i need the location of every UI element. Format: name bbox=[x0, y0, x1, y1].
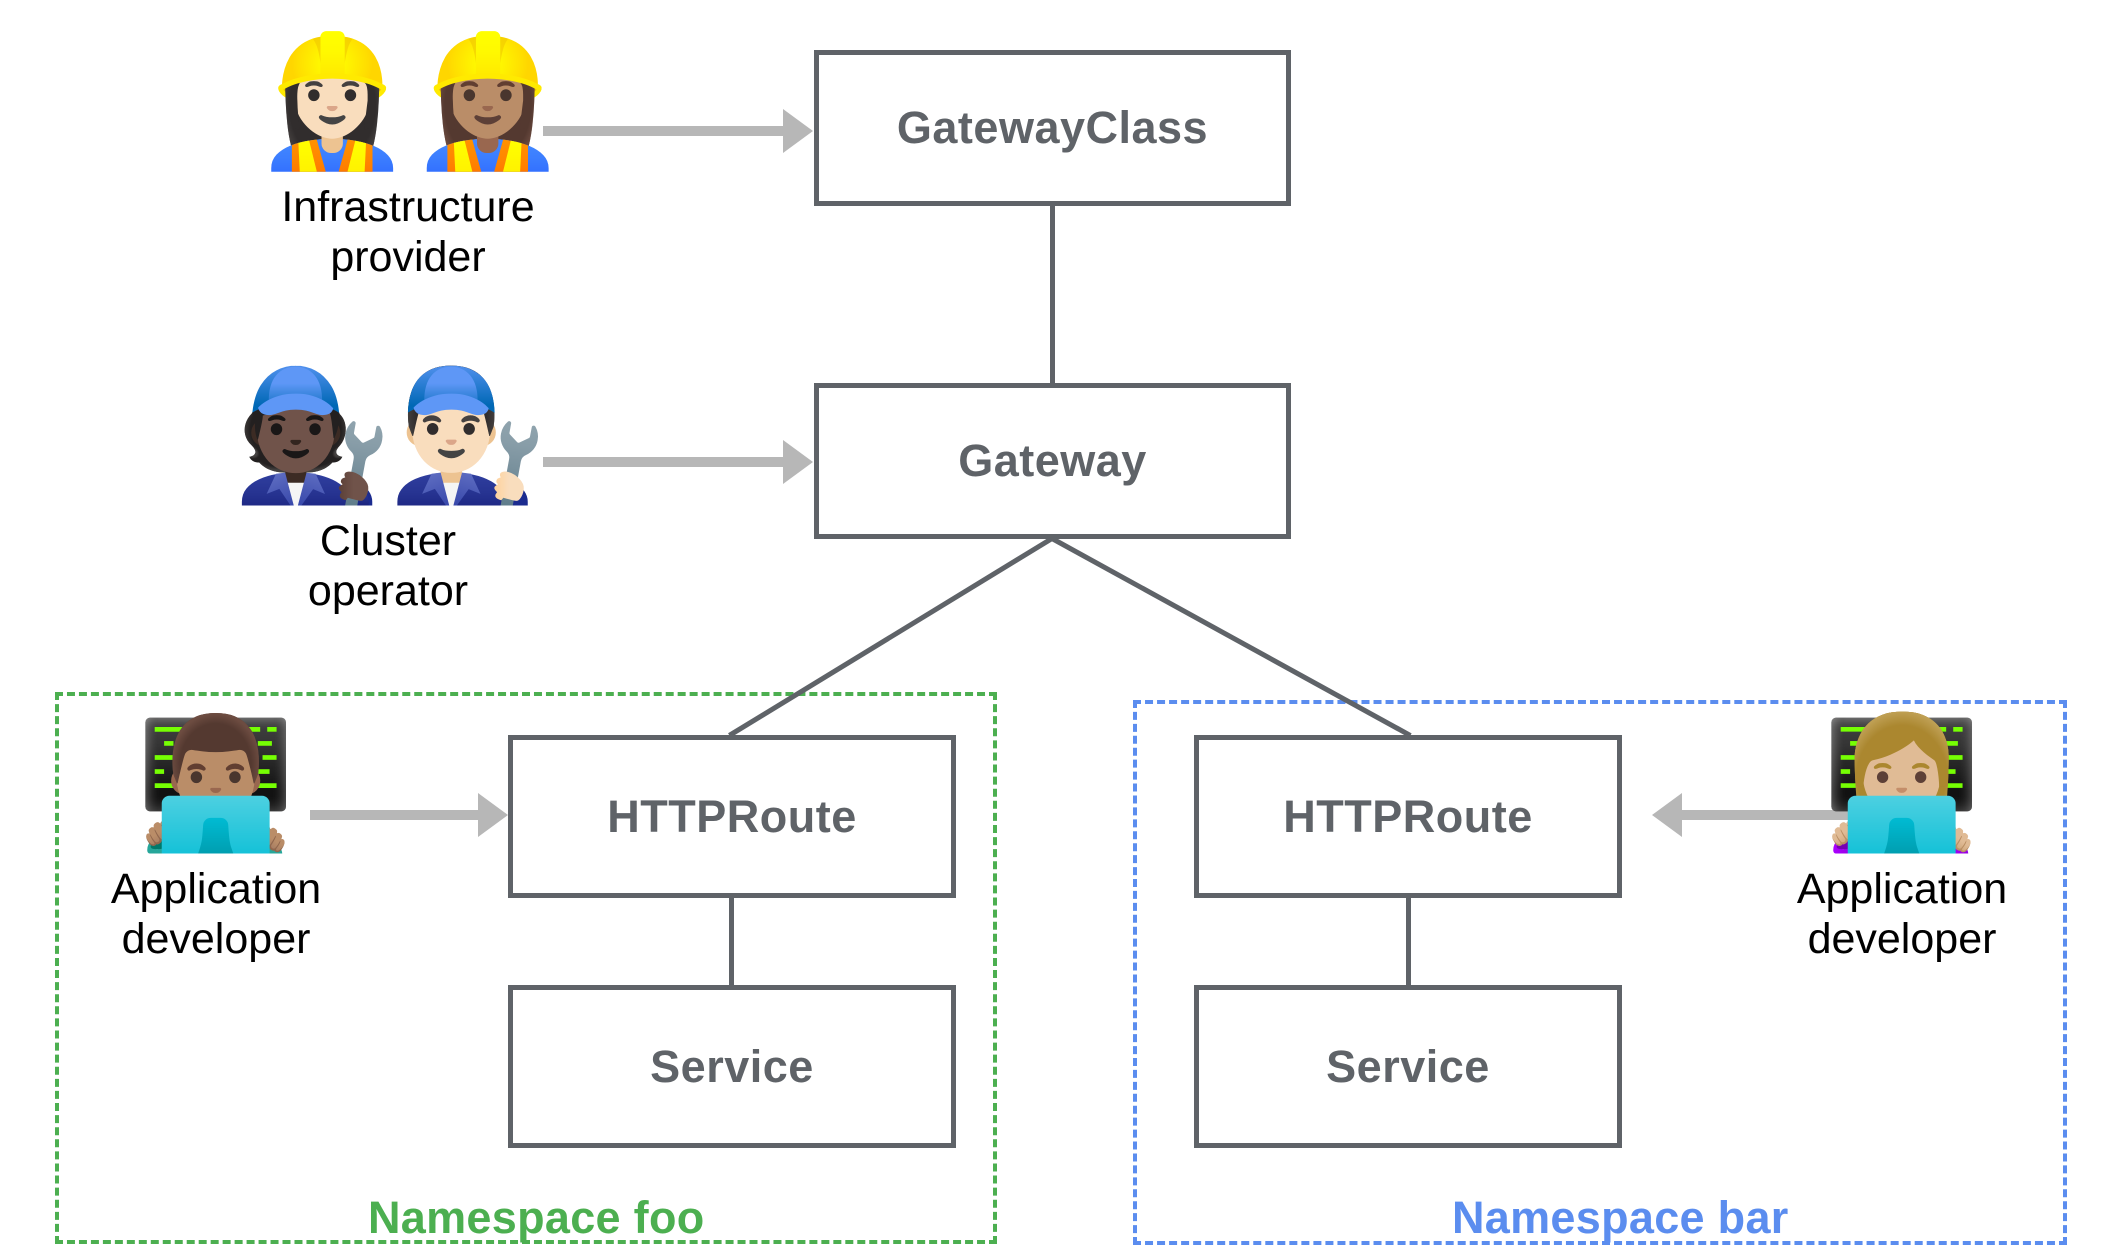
man-technologist-icon: 👨🏽‍💻 bbox=[136, 709, 296, 858]
actor-application-developer-bar: 👩🏼‍💻 Application developer bbox=[1790, 720, 2014, 965]
arrow-developer-to-httproute-bar bbox=[1682, 810, 1852, 820]
actor-application-developer-foo: 👨🏽‍💻 Application developer bbox=[104, 720, 328, 965]
service-foo-label: Service bbox=[650, 1040, 814, 1092]
gatewayclass-label: GatewayClass bbox=[896, 102, 1209, 153]
arrow-developer-to-httproute-foo bbox=[310, 810, 478, 820]
mechanic-icon: 🧑🏿‍🔧👨🏻‍🔧 bbox=[232, 361, 548, 510]
woman-technologist-icon: 👩🏼‍💻 bbox=[1822, 709, 1982, 858]
application-developer-bar-caption: Application developer bbox=[1796, 865, 2008, 964]
connector-httproute-service-bar bbox=[1406, 895, 1411, 988]
actor-infrastructure-provider: 👷🏻‍♀️👷🏽‍♀️ Infrastructure provider bbox=[253, 38, 568, 283]
arrow-infra-to-gatewayclass bbox=[543, 126, 783, 136]
namespace-foo-label: Namespace foo bbox=[368, 1192, 705, 1243]
httproute-bar-label: HTTPRoute bbox=[1283, 790, 1533, 842]
httproute-bar-box[interactable]: HTTPRoute bbox=[1194, 735, 1622, 898]
gateway-box[interactable]: Gateway bbox=[814, 383, 1291, 539]
gatewayclass-box[interactable]: GatewayClass bbox=[814, 50, 1291, 206]
gateway-label: Gateway bbox=[958, 435, 1147, 486]
infrastructure-provider-caption: Infrastructure provider bbox=[281, 183, 535, 282]
service-foo-box[interactable]: Service bbox=[508, 985, 956, 1148]
service-bar-box[interactable]: Service bbox=[1194, 985, 1622, 1148]
arrow-operator-to-gateway bbox=[543, 457, 783, 467]
application-developer-foo-caption: Application developer bbox=[110, 865, 322, 964]
connector-httproute-service-foo bbox=[729, 895, 734, 988]
httproute-foo-label: HTTPRoute bbox=[607, 790, 857, 842]
httproute-foo-box[interactable]: HTTPRoute bbox=[508, 735, 956, 898]
woman-construction-worker-icon: 👷🏻‍♀️👷🏽‍♀️ bbox=[252, 27, 568, 176]
actor-cluster-operator: 🧑🏿‍🔧👨🏻‍🔧 Cluster operator bbox=[233, 372, 548, 617]
namespace-bar-label: Namespace bar bbox=[1452, 1192, 1789, 1243]
namespace-foo-container bbox=[55, 692, 997, 1244]
connector-gatewayclass-gateway bbox=[1050, 203, 1055, 386]
cluster-operator-caption: Cluster operator bbox=[307, 517, 469, 616]
namespace-bar-container bbox=[1133, 700, 2067, 1245]
service-bar-label: Service bbox=[1326, 1040, 1490, 1092]
